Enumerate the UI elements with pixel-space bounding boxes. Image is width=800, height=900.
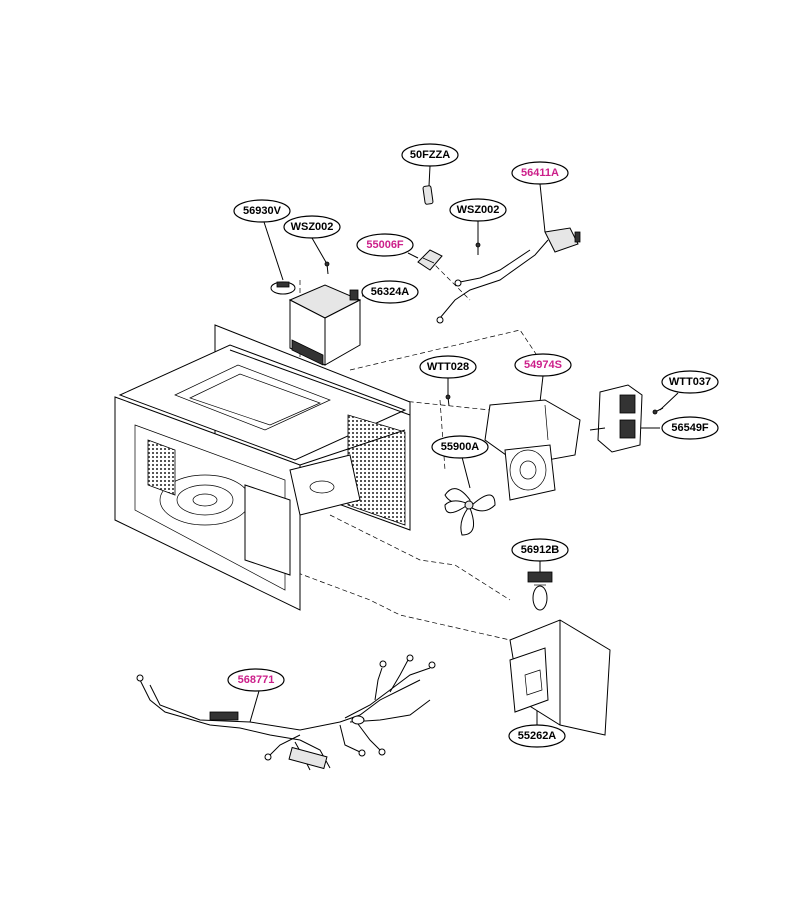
screw-wsz002-a — [324, 261, 330, 275]
callout-label: 56549F — [671, 422, 709, 434]
wire-harness-568771 — [136, 654, 436, 771]
callout-label: 56411A — [521, 167, 559, 179]
callout-WTT037[interactable]: WTT037 — [661, 370, 719, 394]
screw-wtt037 — [652, 407, 664, 415]
oven-cavity-assembly — [114, 324, 411, 611]
lamp-socket-56912B — [527, 571, 553, 611]
callout-label: 56930V — [243, 205, 282, 217]
callout-label: 54974S — [524, 359, 562, 371]
callout-56549F[interactable]: 56549F — [661, 416, 719, 440]
callout-label: WSZ002 — [457, 204, 500, 216]
callout-label: 50FZZA — [410, 149, 450, 161]
callout-56930V[interactable]: 56930V — [233, 199, 291, 223]
callout-56324A[interactable]: 56324A — [361, 280, 419, 304]
callout-56411A[interactable]: 56411A — [511, 161, 569, 185]
callouts: 50FZZA 56411A 56930V WSZ002 WSZ002 55006… — [227, 143, 719, 748]
thermostat-56930V — [270, 281, 296, 295]
fan-blade-55900A — [444, 488, 496, 536]
callout-label: 56324A — [371, 286, 410, 298]
callout-WSZ002-right[interactable]: WSZ002 — [449, 198, 507, 222]
callout-568771[interactable]: 568771 — [227, 668, 285, 692]
fuse-holder-55006F — [417, 249, 443, 271]
leader-lines — [249, 165, 679, 725]
transformer — [288, 284, 362, 366]
screw-wtt028 — [445, 394, 451, 407]
callout-55262A[interactable]: 55262A — [508, 724, 566, 748]
screw-wsz002-b — [475, 242, 481, 255]
callout-label: 56912B — [521, 544, 560, 556]
callout-WSZ002-left[interactable]: WSZ002 — [283, 215, 341, 239]
door-switch-56549F — [589, 384, 643, 453]
callout-WTT028[interactable]: WTT028 — [419, 355, 477, 379]
callout-label: WTT037 — [669, 376, 711, 388]
callout-55006F[interactable]: 55006F — [356, 233, 414, 257]
callout-56912B[interactable]: 56912B — [511, 538, 569, 562]
callout-label: 55900A — [441, 441, 480, 453]
callout-50FZZA[interactable]: 50FZZA — [401, 143, 459, 167]
callout-label: WTT028 — [427, 361, 469, 373]
air-duct-55262A — [509, 619, 611, 736]
callout-label: 55262A — [518, 730, 557, 742]
callout-label: WSZ002 — [291, 221, 334, 233]
power-cord-56411A — [436, 227, 581, 324]
callout-54974S[interactable]: 54974S — [514, 353, 572, 377]
fan-motor-bracket-54974S — [484, 399, 581, 501]
callout-55900A[interactable]: 55900A — [431, 435, 489, 459]
fuse-50FZZA — [422, 185, 434, 205]
callout-label: 568771 — [238, 674, 275, 686]
callout-label: 55006F — [366, 239, 404, 251]
